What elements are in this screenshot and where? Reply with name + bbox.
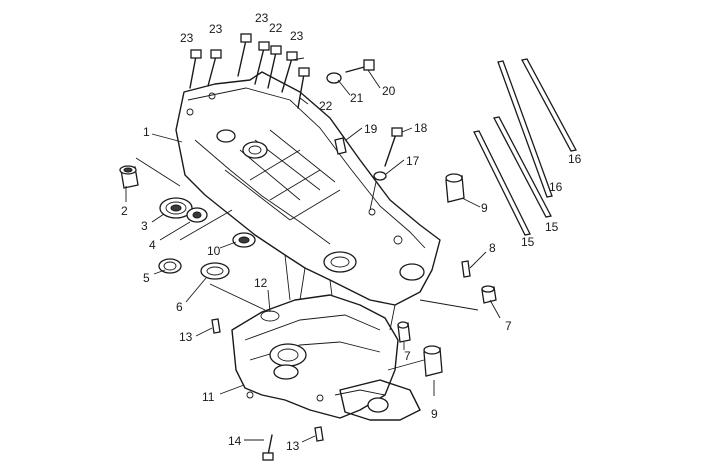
callout-23-a: 23 xyxy=(180,31,194,45)
callout-23-b: 23 xyxy=(209,22,223,36)
part-9-sleeve-lower xyxy=(423,345,443,377)
part-21-washer xyxy=(326,72,342,84)
callout-18: 18 xyxy=(414,121,428,135)
part-19-pin xyxy=(334,137,347,155)
part-14-bolt xyxy=(262,434,274,461)
part-20-bolt xyxy=(345,59,375,73)
callout-15-right: 15 xyxy=(545,220,559,234)
callout-12: 12 xyxy=(254,276,268,290)
callout-7-center: 7 xyxy=(404,349,411,363)
callout-6: 6 xyxy=(176,300,183,314)
callout-20: 20 xyxy=(382,84,396,98)
callout-9-lower: 9 xyxy=(431,407,438,421)
part-18-bolt xyxy=(384,127,403,167)
part-8-plug xyxy=(461,260,471,278)
callout-5: 5 xyxy=(143,271,150,285)
callout-13-lower: 13 xyxy=(286,439,300,453)
callout-9-upper: 9 xyxy=(481,201,488,215)
callout-14: 14 xyxy=(228,434,242,448)
callout-7-right: 7 xyxy=(505,319,512,333)
part-12-oring xyxy=(260,310,280,322)
callout-16-left: 16 xyxy=(549,180,563,194)
callout-23-d: 23 xyxy=(290,29,304,43)
part-6-seal xyxy=(200,262,230,280)
part-2-seal xyxy=(119,165,139,189)
part-3-bearing xyxy=(159,197,193,219)
part-7-pin-center xyxy=(397,321,411,343)
callout-16-right: 16 xyxy=(568,152,582,166)
part-7-pin-right xyxy=(481,285,497,304)
part-5-seal xyxy=(158,258,182,274)
crankcase-upper-half xyxy=(175,71,441,306)
callout-11: 11 xyxy=(202,390,215,404)
callout-22-lower: 22 xyxy=(319,99,333,113)
bolts-22-23 xyxy=(189,33,310,109)
part-10-bearing xyxy=(232,232,256,248)
callout-labels: 1 2 3 4 5 6 7 7 8 9 9 10 11 12 13 13 14 … xyxy=(121,11,582,453)
crankcase-lower-half xyxy=(231,254,421,421)
callout-23-c: 23 xyxy=(255,11,269,25)
callout-22-upper: 22 xyxy=(269,21,283,35)
callout-21: 21 xyxy=(350,91,364,105)
callout-8: 8 xyxy=(489,241,496,255)
part-13-pin-upper xyxy=(211,318,221,334)
part-17-nut xyxy=(373,171,387,181)
callout-1: 1 xyxy=(143,125,150,139)
callout-19: 19 xyxy=(364,122,378,136)
callout-4: 4 xyxy=(149,238,156,252)
callout-15-left: 15 xyxy=(521,235,535,249)
callout-2: 2 xyxy=(121,204,128,218)
studs-15-16 xyxy=(473,58,577,236)
part-4-bearing xyxy=(186,207,208,223)
callout-3: 3 xyxy=(141,219,148,233)
callout-10: 10 xyxy=(207,244,221,258)
part-13-pin-lower xyxy=(314,426,324,442)
leader-lines xyxy=(125,57,501,443)
callout-13-upper: 13 xyxy=(179,330,193,344)
callout-17: 17 xyxy=(406,154,420,168)
part-9-sleeve-upper xyxy=(445,173,465,203)
